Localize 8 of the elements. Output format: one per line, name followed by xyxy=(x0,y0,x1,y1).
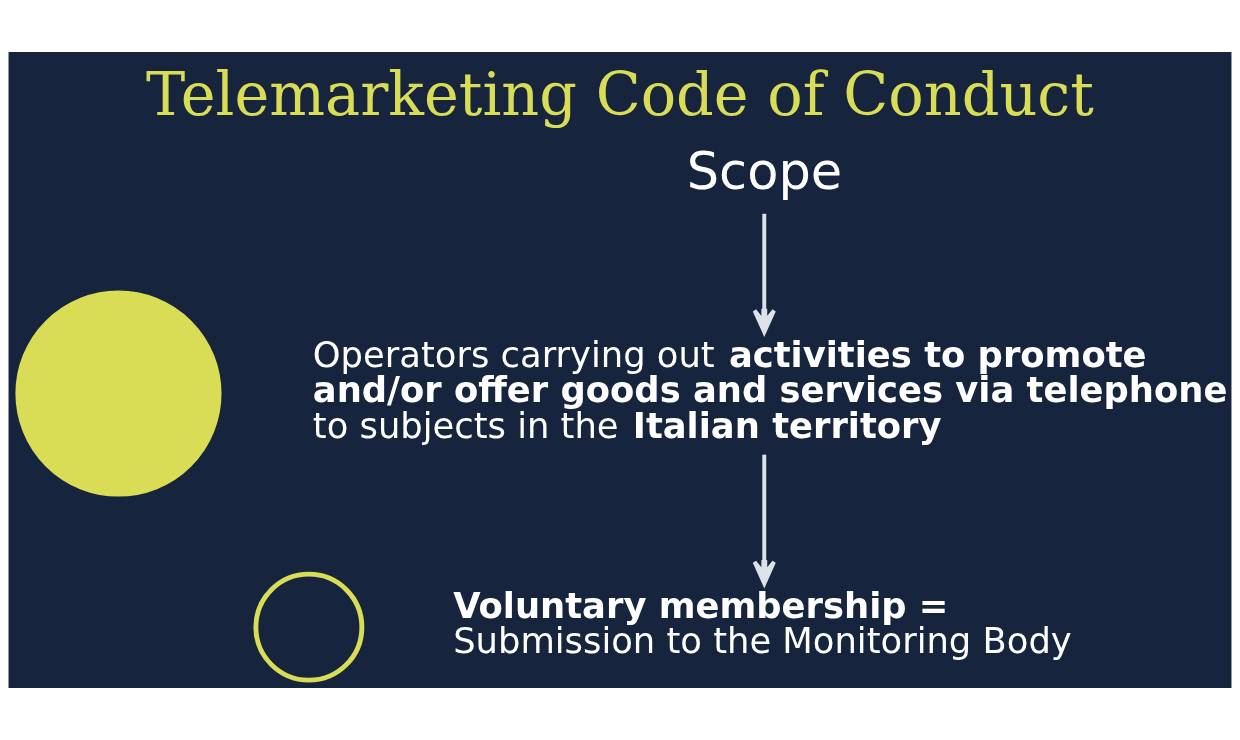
node-text: Scope xyxy=(686,142,843,202)
arrow xyxy=(752,454,776,586)
node-circle xyxy=(15,290,222,497)
node-circle xyxy=(253,571,365,683)
node-text: Operators carrying out activities to promote and/or offer goods and services via telephone to subjects in the Italian territory xyxy=(312,333,1228,446)
node-text: Voluntary membership = Submission to the Monitoring Body xyxy=(453,585,1072,662)
arrow xyxy=(752,213,776,335)
diagram-title: Telemarketing Code of Conduct xyxy=(146,59,1094,129)
